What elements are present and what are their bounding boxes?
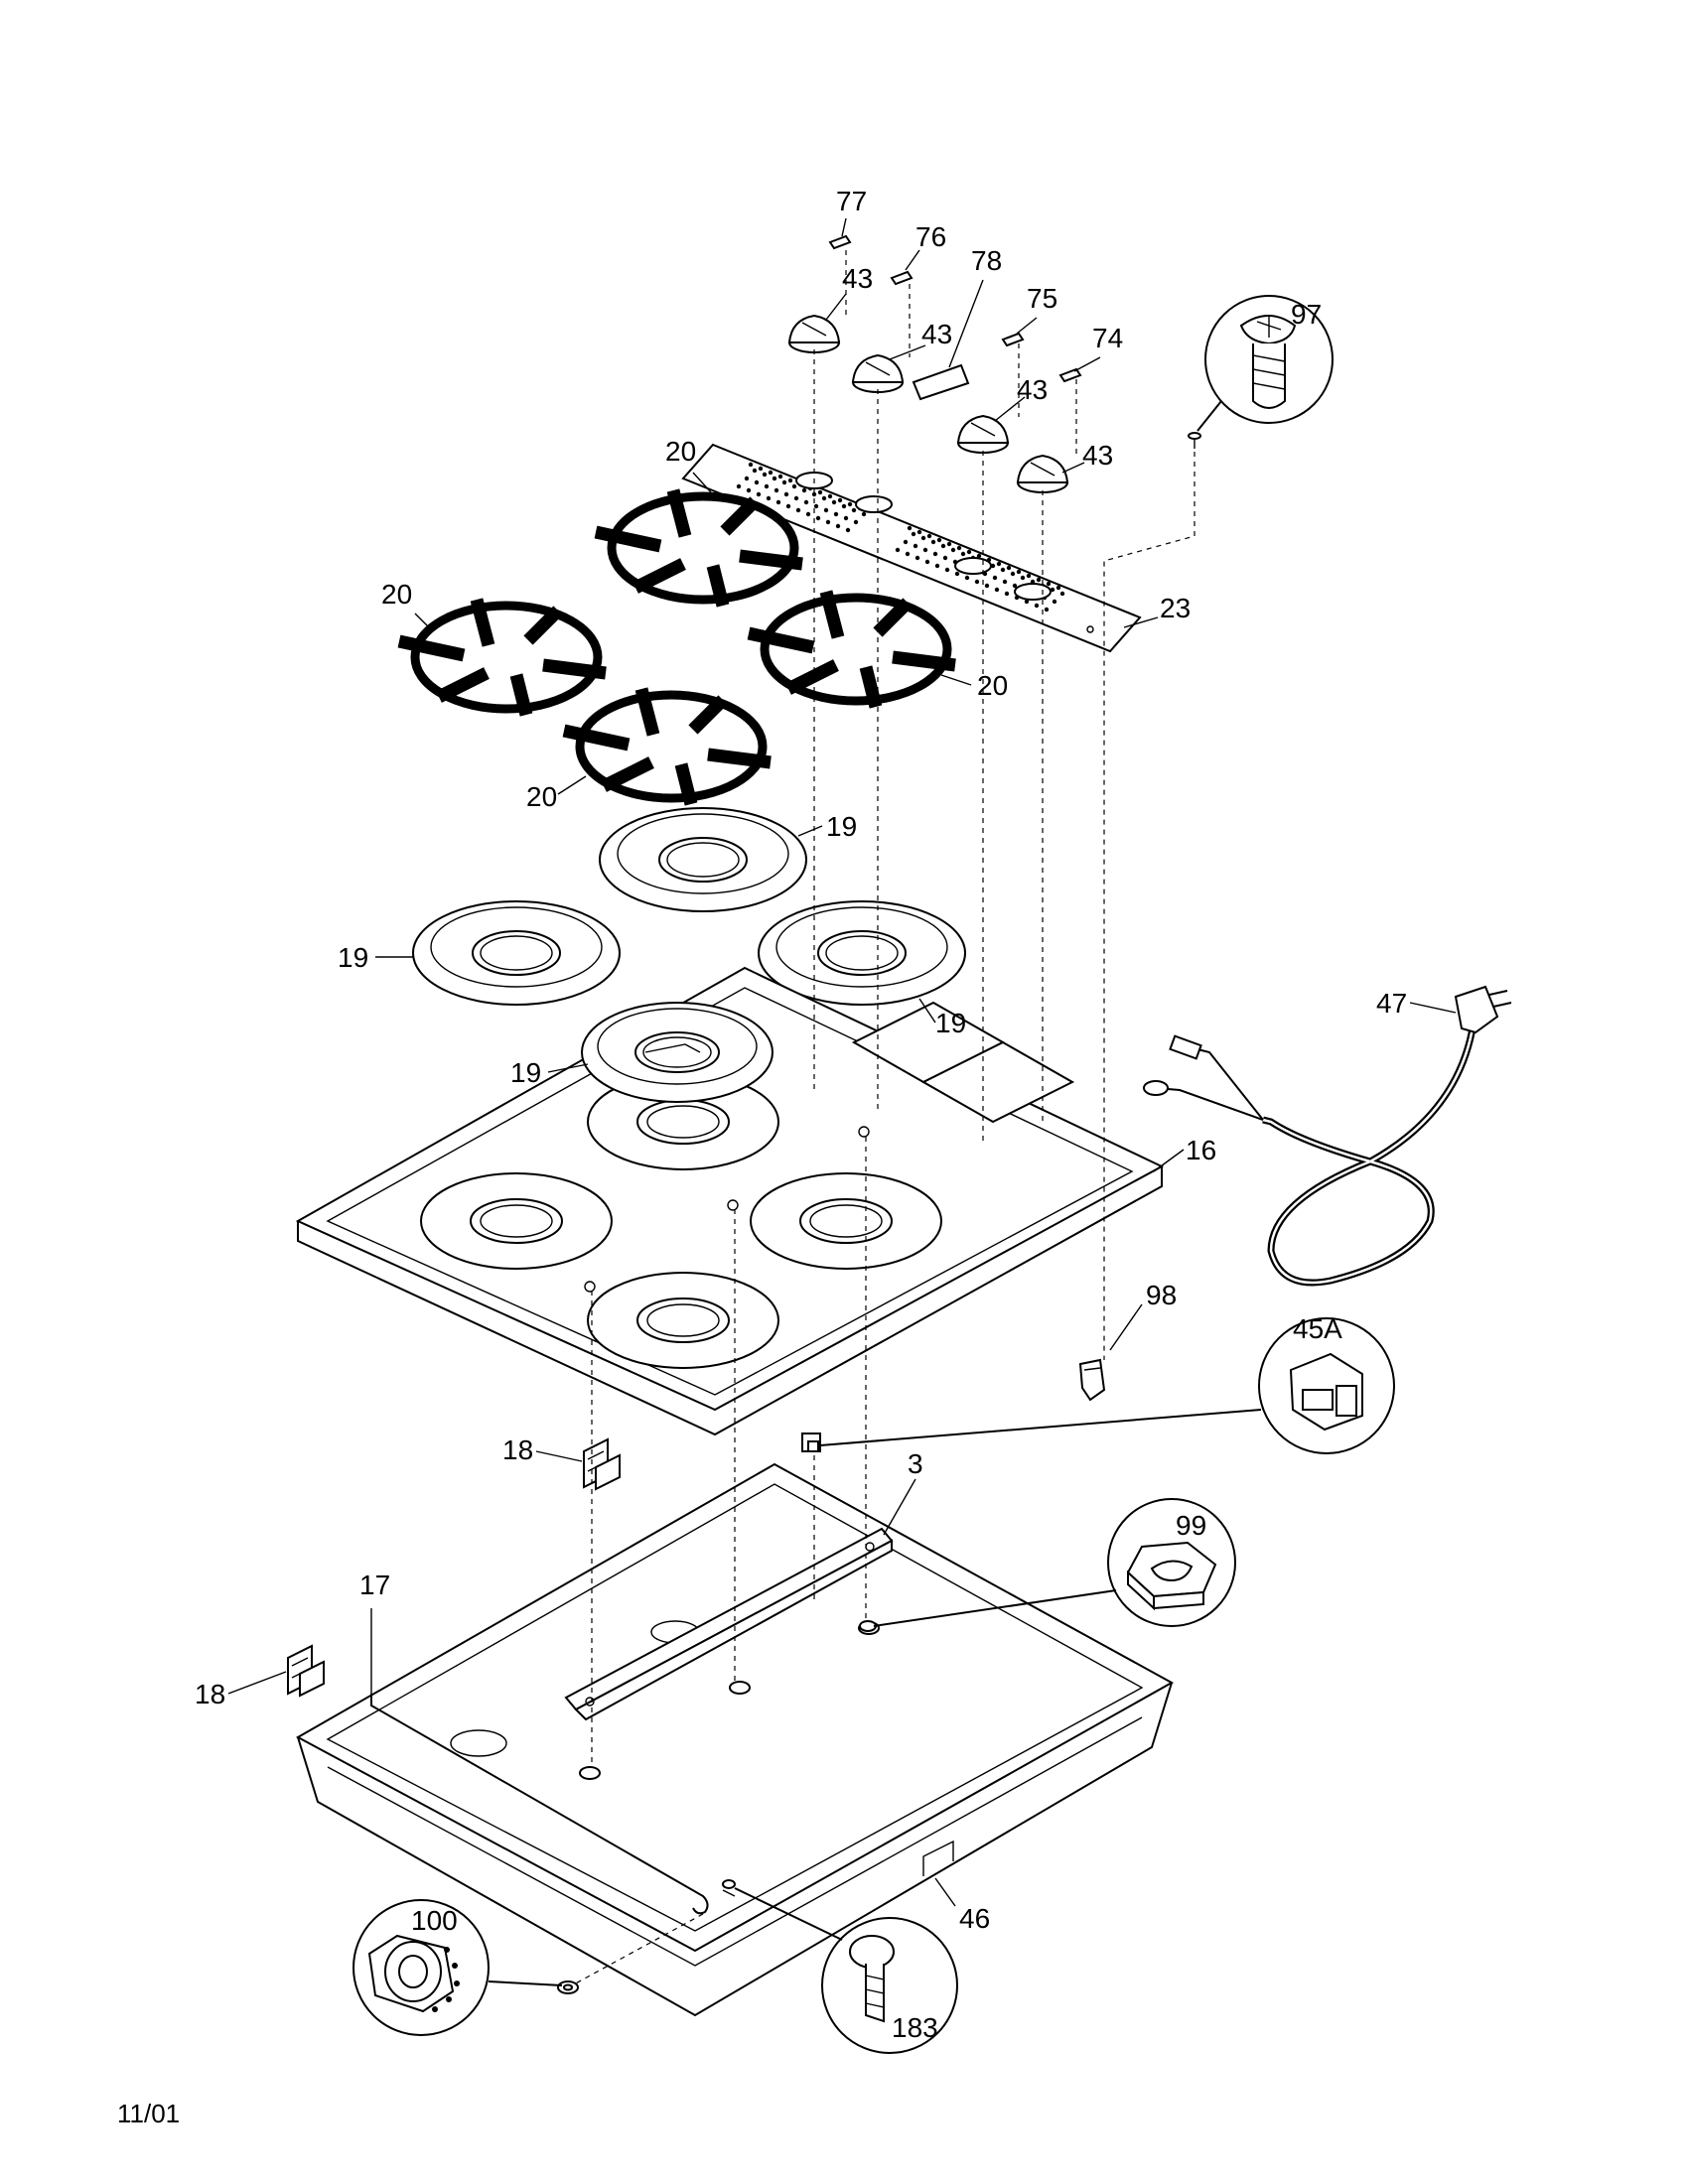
label-98: 98: [1146, 1280, 1177, 1310]
hinges: [287, 1437, 621, 1698]
cooktop-burner-well-front: [587, 1272, 779, 1369]
drip-bowls: [412, 807, 966, 1006]
label-3: 3: [908, 1448, 923, 1479]
label-47: 47: [1376, 988, 1407, 1019]
leader-lines: [227, 217, 1457, 1907]
label-43-b: 43: [921, 319, 952, 349]
label-76: 76: [915, 221, 946, 252]
ignitor-switch-98: [1078, 1358, 1106, 1402]
support-rod: [370, 1694, 709, 1915]
label-18-a: 18: [502, 1434, 533, 1465]
cross-brace: [564, 1527, 894, 1721]
part-number-labels: 77 76 78 75 74 97 43 43 43 43 20 20 20 2…: [195, 186, 1407, 2043]
knob-position-labels: [828, 234, 1082, 401]
label-19-a: 19: [826, 811, 857, 842]
label-20-a: 20: [665, 436, 696, 467]
cooktop: [295, 966, 1165, 1436]
nut-100-small: [557, 1980, 579, 1994]
label-183: 183: [892, 2012, 938, 2043]
label-20-d: 20: [526, 781, 557, 812]
label-16: 16: [1186, 1135, 1216, 1165]
clip-45a-small: [801, 1433, 821, 1452]
drip-bowl-back: [599, 807, 807, 912]
nut-99-small: [859, 1620, 877, 1632]
label-23: 23: [1160, 593, 1191, 623]
drip-bowl-right: [758, 900, 966, 1006]
label-74: 74: [1092, 323, 1123, 353]
label-19-c: 19: [935, 1008, 966, 1038]
label-97: 97: [1291, 299, 1322, 330]
label-43-d: 43: [1082, 440, 1113, 471]
knob-2: [851, 353, 905, 393]
label-45a: 45A: [1293, 1313, 1342, 1344]
label-18-b: 18: [195, 1679, 225, 1709]
hinge-lower: [287, 1644, 325, 1698]
knob-1: [787, 314, 841, 353]
screw-97-small: [1188, 432, 1201, 449]
label-99: 99: [1176, 1510, 1206, 1541]
label-75: 75: [1027, 283, 1057, 314]
detail-45a: [819, 1317, 1395, 1454]
label-77: 77: [836, 186, 867, 216]
assembly-guide-lines: [571, 250, 1196, 1986]
control-panel: [681, 443, 1142, 653]
power-cord: [1143, 985, 1512, 1287]
label-19-b: 19: [338, 942, 368, 973]
burner-box: [295, 1462, 1175, 2017]
detail-183: [734, 1887, 958, 2054]
cooktop-burner-well-right: [750, 1172, 942, 1270]
label-17: 17: [359, 1570, 390, 1600]
grate-front-left: [397, 598, 607, 717]
revision-date: 11/01: [117, 2099, 180, 2128]
drip-bowl-front: [581, 1002, 774, 1103]
label-20-c: 20: [977, 670, 1008, 701]
grate-back-left: [594, 488, 803, 608]
label-43-c: 43: [1017, 374, 1048, 405]
label-43-a: 43: [842, 263, 873, 294]
label-46: 46: [959, 1903, 990, 1934]
knob-4: [1016, 454, 1069, 493]
burner-grates: [397, 488, 956, 806]
label-100: 100: [411, 1905, 458, 1936]
detail-97: [1196, 295, 1334, 432]
hinge-upper: [583, 1437, 621, 1491]
grate-back-right: [747, 590, 956, 709]
screw-183-small: [722, 1879, 736, 1897]
knob-3: [956, 414, 1010, 454]
detail-99: [873, 1498, 1236, 1627]
label-19-d: 19: [510, 1057, 541, 1088]
cooktop-burner-well-left: [420, 1172, 613, 1270]
detail-100: [352, 1899, 563, 2036]
label-78: 78: [971, 245, 1002, 276]
label-20-b: 20: [381, 579, 412, 610]
drip-bowl-left: [412, 900, 621, 1006]
grate-front-right: [562, 687, 772, 806]
